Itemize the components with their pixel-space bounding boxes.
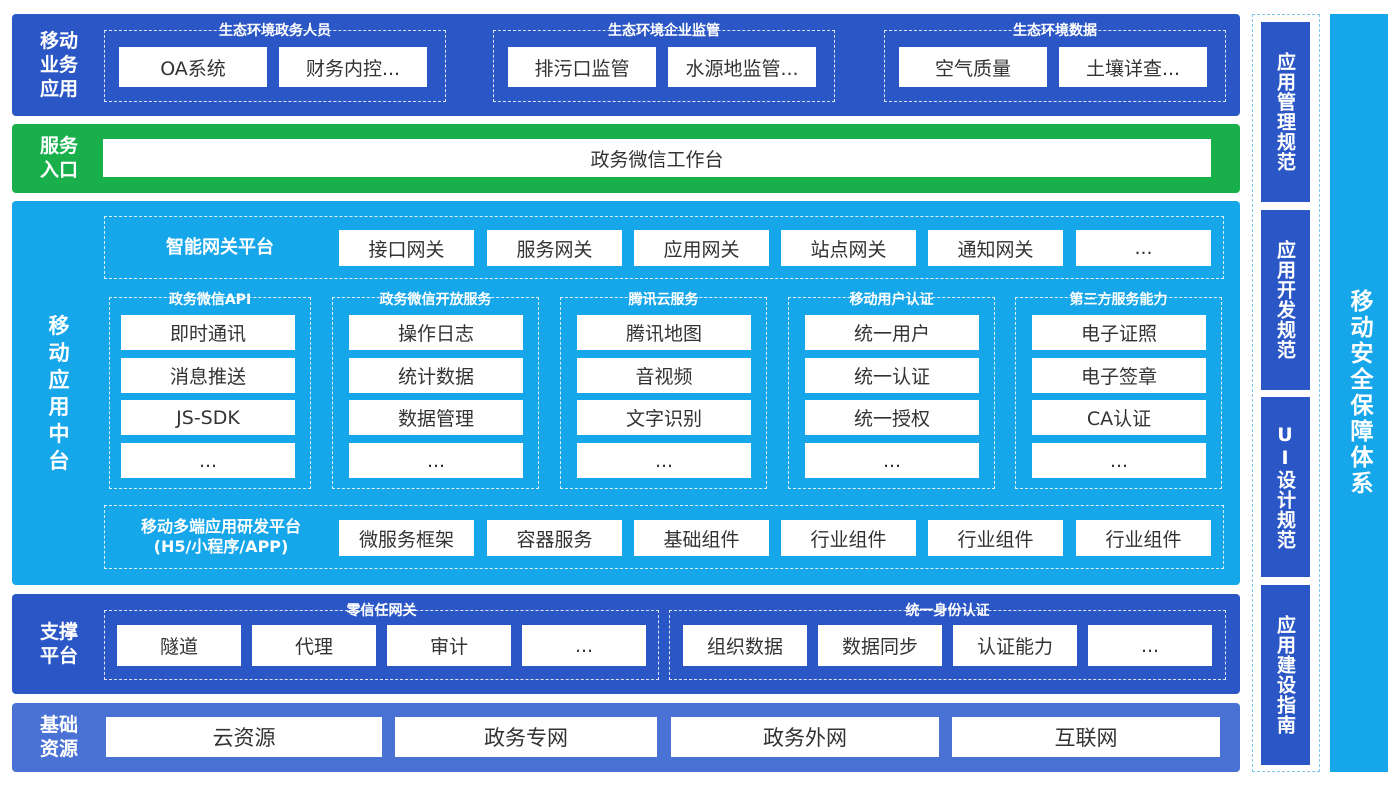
column-item[interactable]: 统一认证 <box>805 358 979 393</box>
column-item[interactable]: 数据管理 <box>349 400 523 435</box>
base-label: 基础 资源 <box>39 714 78 760</box>
dev-platform-title: 移动多端应用研发平台 (H5/小程序/APP) <box>140 517 301 556</box>
group-title: 生态环境数据 <box>1013 23 1097 39</box>
dev-item[interactable]: 容器服务 <box>487 520 622 556</box>
support-item[interactable]: 数据同步 <box>818 625 942 666</box>
group-title: 零信任网关 <box>346 603 417 619</box>
security-system[interactable]: 移动安全保障体系 <box>1330 14 1388 772</box>
guide-app-construction[interactable]: 应用建设指南 <box>1261 585 1310 765</box>
support-item[interactable]: 认证能力 <box>953 625 1077 666</box>
support-item[interactable]: ... <box>522 625 646 666</box>
support-item[interactable]: ... <box>1088 625 1212 666</box>
column-item[interactable]: 电子签章 <box>1032 358 1206 393</box>
dev-item[interactable]: 行业组件 <box>1076 520 1211 556</box>
gateway-item[interactable]: 通知网关 <box>928 230 1063 266</box>
gateway-item[interactable]: 站点网关 <box>781 230 916 266</box>
support-item[interactable]: 组织数据 <box>683 625 807 666</box>
base-item[interactable]: 互联网 <box>952 717 1220 757</box>
column-title: 政务微信开放服务 <box>379 292 492 308</box>
gateway-item[interactable]: 服务网关 <box>487 230 622 266</box>
column-item[interactable]: 文字识别 <box>577 400 751 435</box>
group-enterprise: 生态环境企业监管 排污口监管 水源地监管... <box>493 23 835 102</box>
group-title: 生态环境企业监管 <box>608 23 720 39</box>
support-item[interactable]: 代理 <box>252 625 376 666</box>
gateway-item[interactable]: 接口网关 <box>339 230 474 266</box>
column-item[interactable]: 统计数据 <box>349 358 523 393</box>
group-env-data: 生态环境数据 空气质量 土壤详查... <box>884 23 1226 102</box>
group-title: 生态环境政务人员 <box>219 23 331 39</box>
column-wechat-api: 政务微信API 即时通讯 消息推送 JS-SDK ... <box>109 292 311 489</box>
service-entry-layer: 服务 入口 政务微信工作台 <box>12 124 1240 193</box>
base-layer: 基础 资源 云资源 政务专网 政务外网 互联网 <box>12 703 1240 772</box>
column-item[interactable]: CA认证 <box>1032 400 1206 435</box>
support-item[interactable]: 隧道 <box>117 625 241 666</box>
column-item[interactable]: 音视频 <box>577 358 751 393</box>
column-title: 移动用户认证 <box>849 292 934 308</box>
dev-platform-group: 移动多端应用研发平台 (H5/小程序/APP) 微服务框架 容器服务 基础组件 … <box>104 505 1224 569</box>
dev-item[interactable]: 基础组件 <box>634 520 769 556</box>
group-gov-staff: 生态环境政务人员 OA系统 财务内控... <box>104 23 446 102</box>
column-item[interactable]: ... <box>121 443 295 478</box>
group-identity: 统一身份认证 组织数据 数据同步 认证能力 ... <box>669 603 1226 680</box>
column-item[interactable]: JS-SDK <box>121 400 295 435</box>
gateway-item[interactable]: 应用网关 <box>634 230 769 266</box>
column-wechat-open: 政务微信开放服务 操作日志 统计数据 数据管理 ... <box>332 292 539 489</box>
support-layer: 支撑 平台 零信任网关 隧道 代理 审计 ... 统一身份认证 组织数据 数据同… <box>12 594 1240 694</box>
app-water-source[interactable]: 水源地监管... <box>668 47 816 87</box>
app-outfall[interactable]: 排污口监管 <box>508 47 656 87</box>
column-tencent-cloud: 腾讯云服务 腾讯地图 音视频 文字识别 ... <box>560 292 767 489</box>
column-item[interactable]: 操作日志 <box>349 315 523 350</box>
column-item[interactable]: 腾讯地图 <box>577 315 751 350</box>
base-item[interactable]: 云资源 <box>106 717 382 757</box>
guides-column <box>1252 14 1320 772</box>
app-soil[interactable]: 土壤详查... <box>1059 47 1207 87</box>
mobile-business-label: 移动 业务 应用 <box>39 30 78 100</box>
gateway-group: 智能网关平台 接口网关 服务网关 应用网关 站点网关 通知网关 ... <box>104 216 1224 279</box>
service-entry-label: 服务 入口 <box>39 135 78 181</box>
base-item[interactable]: 政务外网 <box>671 717 939 757</box>
dev-item[interactable]: 行业组件 <box>781 520 916 556</box>
group-zero-trust: 零信任网关 隧道 代理 审计 ... <box>104 603 659 680</box>
guide-app-management[interactable]: 应用管理规范 <box>1261 22 1310 202</box>
column-item[interactable]: 电子证照 <box>1032 315 1206 350</box>
column-item[interactable]: 即时通讯 <box>121 315 295 350</box>
mobile-business-layer: 移动 业务 应用 生态环境政务人员 OA系统 财务内控... 生态环境企业监管 … <box>12 14 1240 116</box>
column-title: 第三方服务能力 <box>1069 292 1168 308</box>
support-label: 支撑 平台 <box>39 621 78 667</box>
app-finance[interactable]: 财务内控... <box>279 47 427 87</box>
column-item[interactable]: 统一授权 <box>805 400 979 435</box>
column-item[interactable]: ... <box>805 443 979 478</box>
wechat-workbench[interactable]: 政务微信工作台 <box>103 139 1211 177</box>
group-title: 统一身份认证 <box>905 603 990 619</box>
dev-item[interactable]: 微服务框架 <box>339 520 474 556</box>
base-item[interactable]: 政务专网 <box>395 717 657 757</box>
column-title: 腾讯云服务 <box>628 292 699 308</box>
guide-ui-design[interactable]: UI设计规范 <box>1261 397 1310 577</box>
column-third-party: 第三方服务能力 电子证照 电子签章 CA认证 ... <box>1015 292 1222 489</box>
support-item[interactable]: 审计 <box>387 625 511 666</box>
column-user-auth: 移动用户认证 统一用户 统一认证 统一授权 ... <box>788 292 995 489</box>
dev-item[interactable]: 行业组件 <box>928 520 1063 556</box>
guide-app-development[interactable]: 应用开发规范 <box>1261 210 1310 390</box>
gateway-title: 智能网关平台 <box>166 237 274 258</box>
app-air[interactable]: 空气质量 <box>899 47 1047 87</box>
column-item[interactable]: 消息推送 <box>121 358 295 393</box>
column-item[interactable]: ... <box>577 443 751 478</box>
column-title: 政务微信API <box>168 292 252 308</box>
app-oa[interactable]: OA系统 <box>119 47 267 87</box>
column-item[interactable]: ... <box>349 443 523 478</box>
middle-platform-layer: 移 动 应 用 中 台 智能网关平台 接口网关 服务网关 应用网关 站点网关 通… <box>12 201 1240 585</box>
column-item[interactable]: ... <box>1032 443 1206 478</box>
gateway-item[interactable]: ... <box>1076 230 1211 266</box>
middle-platform-label: 移 动 应 用 中 台 <box>48 314 70 473</box>
column-item[interactable]: 统一用户 <box>805 315 979 350</box>
